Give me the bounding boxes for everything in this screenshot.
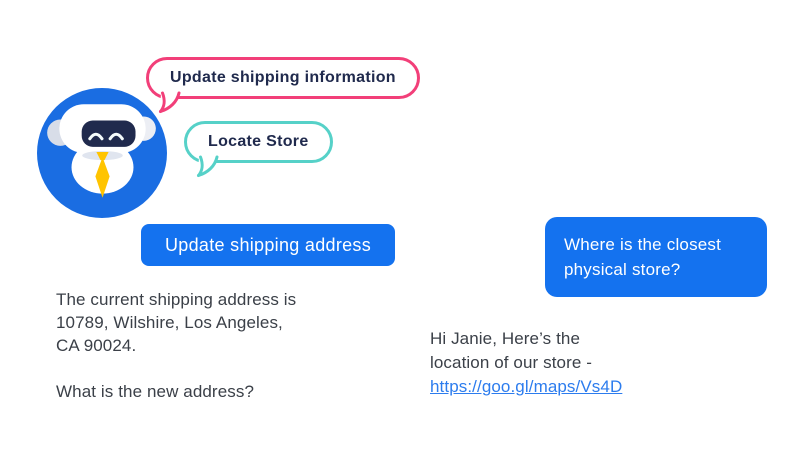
bot-message-line: CA 90024. [56, 336, 137, 355]
chatbot-robot-icon [37, 88, 167, 218]
user-message-bubble: Where is the closest physical store? [545, 217, 767, 297]
bot-question: What is the new address? [56, 382, 254, 401]
bot-message-line: location of our store - [430, 353, 592, 372]
quick-reply-update-shipping-information[interactable]: Update shipping information [146, 57, 420, 113]
speech-bubble-tail [197, 155, 223, 178]
user-message-line: physical store? [564, 260, 681, 279]
quick-reply-locate-store[interactable]: Locate Store [184, 121, 333, 177]
bot-message-store-location: Hi Janie, Here’s the location of our sto… [430, 327, 622, 399]
bot-message-line: Hi Janie, Here’s the [430, 329, 581, 348]
store-map-link[interactable]: https://goo.gl/maps/Vs4D [430, 377, 623, 396]
bot-message-line: 10789, Wilshire, Los Angeles, [56, 313, 283, 332]
quick-reply-label: Update shipping information [170, 69, 396, 86]
bot-message-current-address: The current shipping address is 10789, W… [56, 288, 296, 403]
quick-reply-label: Locate Store [208, 133, 309, 150]
update-shipping-address-button[interactable]: Update shipping address [141, 224, 396, 266]
robot-icon [37, 88, 167, 218]
user-message-line: Where is the closest [564, 235, 722, 254]
bot-message-line: The current shipping address is [56, 290, 297, 309]
